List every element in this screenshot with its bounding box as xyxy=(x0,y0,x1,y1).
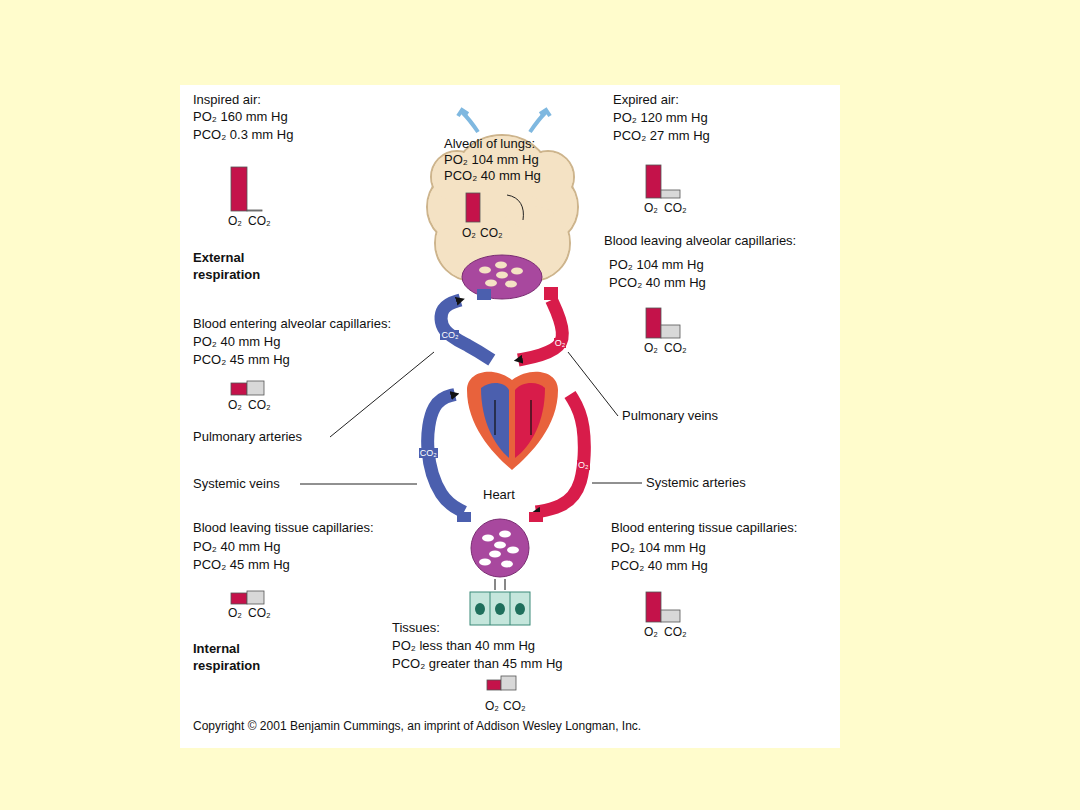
bar-label: CO₂ xyxy=(480,225,503,241)
gas-label: O₂ xyxy=(577,460,590,470)
organ-name: Heart xyxy=(483,487,515,503)
bar-label: O₂ xyxy=(644,624,658,640)
pressure-value: PO₂ less than 40 mm Hg xyxy=(392,638,535,654)
bar-label: CO₂ xyxy=(503,698,526,714)
process-name: External respiration xyxy=(193,249,285,283)
bar-label: O₂ xyxy=(462,225,476,241)
bar-label: CO₂ xyxy=(664,624,687,640)
pressure-value: PO₂ 40 mm Hg xyxy=(193,539,280,555)
heart-shape-outline xyxy=(455,360,570,475)
lung-shape-outline xyxy=(415,125,590,300)
pressure-value: PCO₂ 45 mm Hg xyxy=(193,352,290,368)
vessel-name: Systemic arteries xyxy=(646,475,746,491)
airflow-arrows xyxy=(458,110,550,132)
process-name: Internal respiration xyxy=(193,640,285,674)
pressure-value: PO₂ 104 mm Hg xyxy=(444,152,539,168)
bar-label: CO₂ xyxy=(664,340,687,356)
pressure-value: PCO₂ 40 mm Hg xyxy=(609,275,706,291)
bar-label: CO₂ xyxy=(248,213,271,229)
panel xyxy=(180,85,840,748)
pressure-value: PCO₂ 27 mm Hg xyxy=(613,128,710,144)
pressure-value: PO₂ 104 mm Hg xyxy=(611,540,706,556)
section-heading: Inspired air: xyxy=(193,92,261,108)
tissue-cells-outline xyxy=(455,512,545,627)
vessel-name: Systemic veins xyxy=(193,476,280,492)
leader-lines xyxy=(300,352,642,484)
pressure-value: PO₂ 104 mm Hg xyxy=(609,257,704,273)
pressure-value: PO₂ 160 mm Hg xyxy=(193,109,288,125)
section-heading: Blood entering tissue capillaries: xyxy=(611,520,797,536)
blood-vessel xyxy=(441,300,492,360)
bar-label: CO₂ xyxy=(248,397,271,413)
bar-label: CO₂ xyxy=(248,605,271,621)
pressure-value: PCO₂ 40 mm Hg xyxy=(444,168,541,184)
bar-label: O₂ xyxy=(228,397,242,413)
section-heading: Blood leaving alveolar capillaries: xyxy=(604,233,796,249)
section-heading: Expired air: xyxy=(613,92,679,108)
bar-label: O₂ xyxy=(644,200,658,216)
tissue-cells: Tissues:PO₂ less than 40 mm HgPCO₂ great… xyxy=(455,512,545,627)
pressure-value: PCO₂ 0.3 mm Hg xyxy=(193,127,293,143)
pressure-value: PCO₂ greater than 45 mm Hg xyxy=(392,656,563,672)
bar-label: CO₂ xyxy=(664,200,687,216)
section-heading: Tissues: xyxy=(392,620,440,636)
pressure-value: PO₂ 120 mm Hg xyxy=(613,110,708,126)
gas-label: CO₂ xyxy=(419,448,438,458)
bar-label: O₂ xyxy=(644,340,658,356)
section-heading: Blood entering alveolar capillaries: xyxy=(193,316,391,332)
gas-label: CO₂ xyxy=(440,330,459,340)
bar-label: O₂ xyxy=(485,698,499,714)
section-heading: Alveoli of lungs: xyxy=(444,136,535,152)
flow-arrow xyxy=(518,300,562,360)
pressure-value: PO₂ 40 mm Hg xyxy=(193,334,280,350)
blood-vessel xyxy=(518,300,562,360)
pressure-value: Pulmonary veins xyxy=(622,408,718,424)
copyright-caption: Copyright © 2001 Benjamin Cummings, an i… xyxy=(193,719,641,734)
heart-shape: Heart xyxy=(455,360,570,475)
lung-shape: Alveoli of lungs:PO₂ 104 mm HgPCO₂ 40 mm… xyxy=(415,125,590,300)
bar-label: O₂ xyxy=(228,605,242,621)
pressure-value: PCO₂ 45 mm Hg xyxy=(193,557,290,573)
gas-label: O₂ xyxy=(554,338,567,348)
pressure-value: Pulmonary arteries xyxy=(193,429,302,445)
section-heading: Blood leaving tissue capillaries: xyxy=(193,520,374,536)
pressure-value: PCO₂ 40 mm Hg xyxy=(611,558,708,574)
flow-arrow xyxy=(441,300,492,360)
bar-label: O₂ xyxy=(228,213,242,229)
